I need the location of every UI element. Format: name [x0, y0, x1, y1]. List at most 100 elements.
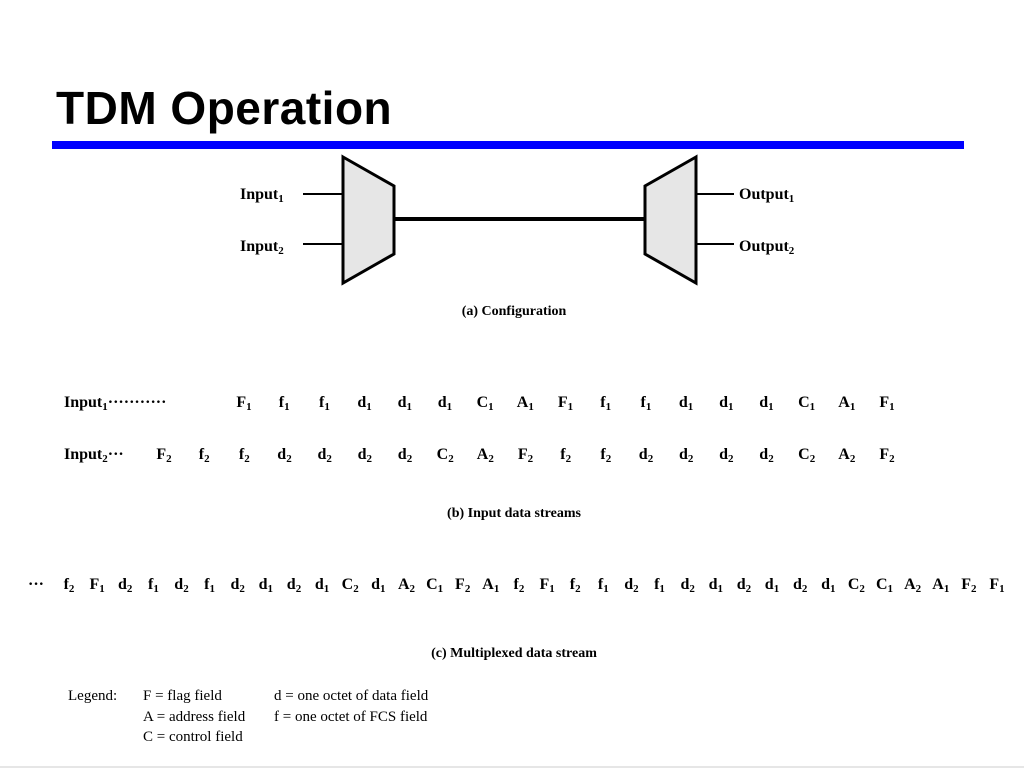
- stream-symbol: f2: [513, 576, 524, 595]
- legend-column-1: F = flag field A = address field C = con…: [143, 686, 245, 748]
- stream-symbol: F2: [518, 446, 534, 465]
- multiplexed-symbols: f2 F1 d2 f1 d2 f1 d2 d1 d2 d1 C2 d1 A2 C1 F2 A1 f2 F1 f2 f1…: [64, 576, 1005, 595]
- stream-symbol: f1: [600, 394, 611, 413]
- stream-symbol: F1: [558, 394, 573, 413]
- input-1-label: Input1: [240, 186, 284, 205]
- slide-title: TDM Operation: [56, 82, 393, 134]
- stream-symbol: d1: [759, 394, 773, 413]
- stream-symbol: C2: [437, 446, 455, 465]
- legend-item: d = one octet of data field: [274, 688, 429, 704]
- stream-symbol: d2: [174, 576, 189, 595]
- stream-symbol: C1: [876, 576, 893, 595]
- stream-symbol: F1: [539, 576, 554, 595]
- stream-2-symbols: F2 f2 f2 d2 d2 d2 d2 C2 A2 F2 f2 f2 d2 d2 d2 d2 C2 A2 F2: [156, 446, 895, 465]
- stream-symbol: C2: [798, 446, 816, 465]
- stream-symbol: f1: [204, 576, 215, 595]
- stream-symbol: d2: [679, 446, 694, 465]
- input-2-label: Input2: [240, 238, 284, 257]
- input-streams-panel: Input1··········· F1 f1 f1 d1 d1 d1 C1 A1 F1 f1 f1…: [64, 394, 895, 521]
- legend-heading: Legend:: [68, 688, 118, 704]
- multiplexer-shape: [341, 154, 396, 286]
- multiplexed-caption: (c) Multiplexed data stream: [431, 646, 597, 661]
- output-1-label: Output1: [739, 186, 794, 205]
- stream-symbol: f1: [279, 394, 290, 413]
- stream-symbol: d2: [680, 576, 695, 595]
- stream-symbol: A2: [477, 446, 495, 465]
- stream-symbol: f2: [239, 446, 250, 465]
- stream-symbol: F1: [236, 394, 251, 413]
- stream-symbol: f1: [148, 576, 159, 595]
- stream-symbol: A1: [838, 394, 855, 413]
- stream-symbol: d1: [259, 576, 273, 595]
- stream-symbol: d2: [398, 446, 413, 465]
- stream-symbol: d2: [230, 576, 245, 595]
- stream-symbol: d2: [287, 576, 302, 595]
- stream-symbol: F2: [156, 446, 172, 465]
- legend-item: F = flag field: [143, 688, 222, 704]
- stream-symbol: A2: [838, 446, 856, 465]
- stream-symbol: F1: [989, 576, 1004, 595]
- stream-symbol: F1: [879, 394, 894, 413]
- stream-symbol: f2: [560, 446, 571, 465]
- legend-item: f = one octet of FCS field: [274, 708, 428, 725]
- stream-symbol: d2: [624, 576, 639, 595]
- stream-symbol: C2: [342, 576, 360, 595]
- stream-symbol: d1: [438, 394, 452, 413]
- stream-symbol: C2: [848, 576, 866, 595]
- stream-symbol: d1: [821, 576, 835, 595]
- stream-symbol: A1: [517, 394, 534, 413]
- stream-2-label: Input2···: [64, 446, 124, 465]
- stream-symbol: d2: [317, 446, 332, 465]
- output-2-label: Output2: [739, 238, 795, 257]
- legend-item: C = control field: [143, 729, 243, 745]
- stream-symbol: F2: [455, 576, 471, 595]
- stream-symbol: f2: [64, 576, 75, 595]
- stream-symbol: d2: [759, 446, 774, 465]
- stream-symbol: f1: [598, 576, 609, 595]
- stream-symbol: d1: [371, 576, 385, 595]
- stream-symbol: d2: [358, 446, 373, 465]
- stream-symbol: d2: [793, 576, 808, 595]
- stream-symbol: C1: [798, 394, 815, 413]
- configuration-panel: Input1 Input2 Output1 Output2 (a) Config…: [240, 154, 795, 319]
- stream-symbol: F2: [879, 446, 895, 465]
- stream-symbol: d2: [277, 446, 292, 465]
- stream-symbol: d1: [315, 576, 329, 595]
- stream-symbol: f1: [319, 394, 330, 413]
- stream-symbol: d1: [398, 394, 412, 413]
- legend-item: A = address field: [143, 708, 246, 725]
- stream-symbol: A2: [398, 576, 416, 595]
- multiplexed-stream-panel: ··· f2 F1 d2 f1 d2 f1 d2 d1 d2 d1 C2 d1 A2 C1 F2 A1 f2 F1…: [28, 576, 1005, 661]
- multiplexed-leading-dots: ···: [28, 576, 44, 593]
- footer-divider: [0, 766, 1024, 768]
- stream-symbol: f1: [640, 394, 651, 413]
- configuration-caption: (a) Configuration: [462, 304, 567, 319]
- stream-symbol: f2: [600, 446, 611, 465]
- stream-symbol: d2: [118, 576, 133, 595]
- stream-symbol: F2: [961, 576, 977, 595]
- stream-symbol: A1: [932, 576, 949, 595]
- stream-symbol: d1: [765, 576, 779, 595]
- stream-symbol: C1: [477, 394, 494, 413]
- stream-1-label: Input1···········: [64, 394, 166, 413]
- stream-symbol: d1: [679, 394, 693, 413]
- stream-symbol: d2: [737, 576, 752, 595]
- stream-symbol: A1: [482, 576, 499, 595]
- tdm-diagram: Input1 Input2 Output1 Output2 (a) Config…: [28, 154, 1005, 661]
- stream-1-symbols: F1 f1 f1 d1 d1 d1 C1 A1 F1 f1 f1 d1 d1 d1 C1 A1 F1: [236, 394, 894, 413]
- title-underline: [52, 141, 964, 149]
- stream-symbol: d1: [709, 576, 723, 595]
- stream-symbol: d1: [719, 394, 733, 413]
- legend-column-2: d = one octet of data field f = one octe…: [274, 686, 428, 727]
- demultiplexer-shape: [643, 154, 698, 286]
- stream-symbol: d1: [357, 394, 371, 413]
- stream-symbol: d2: [719, 446, 734, 465]
- stream-symbol: F1: [89, 576, 104, 595]
- stream-symbol: A2: [904, 576, 922, 595]
- stream-symbol: f2: [570, 576, 581, 595]
- stream-symbol: f1: [654, 576, 665, 595]
- stream-symbol: C1: [426, 576, 443, 595]
- stream-symbol: f2: [199, 446, 210, 465]
- input-streams-caption: (b) Input data streams: [447, 506, 581, 521]
- stream-symbol: d2: [639, 446, 654, 465]
